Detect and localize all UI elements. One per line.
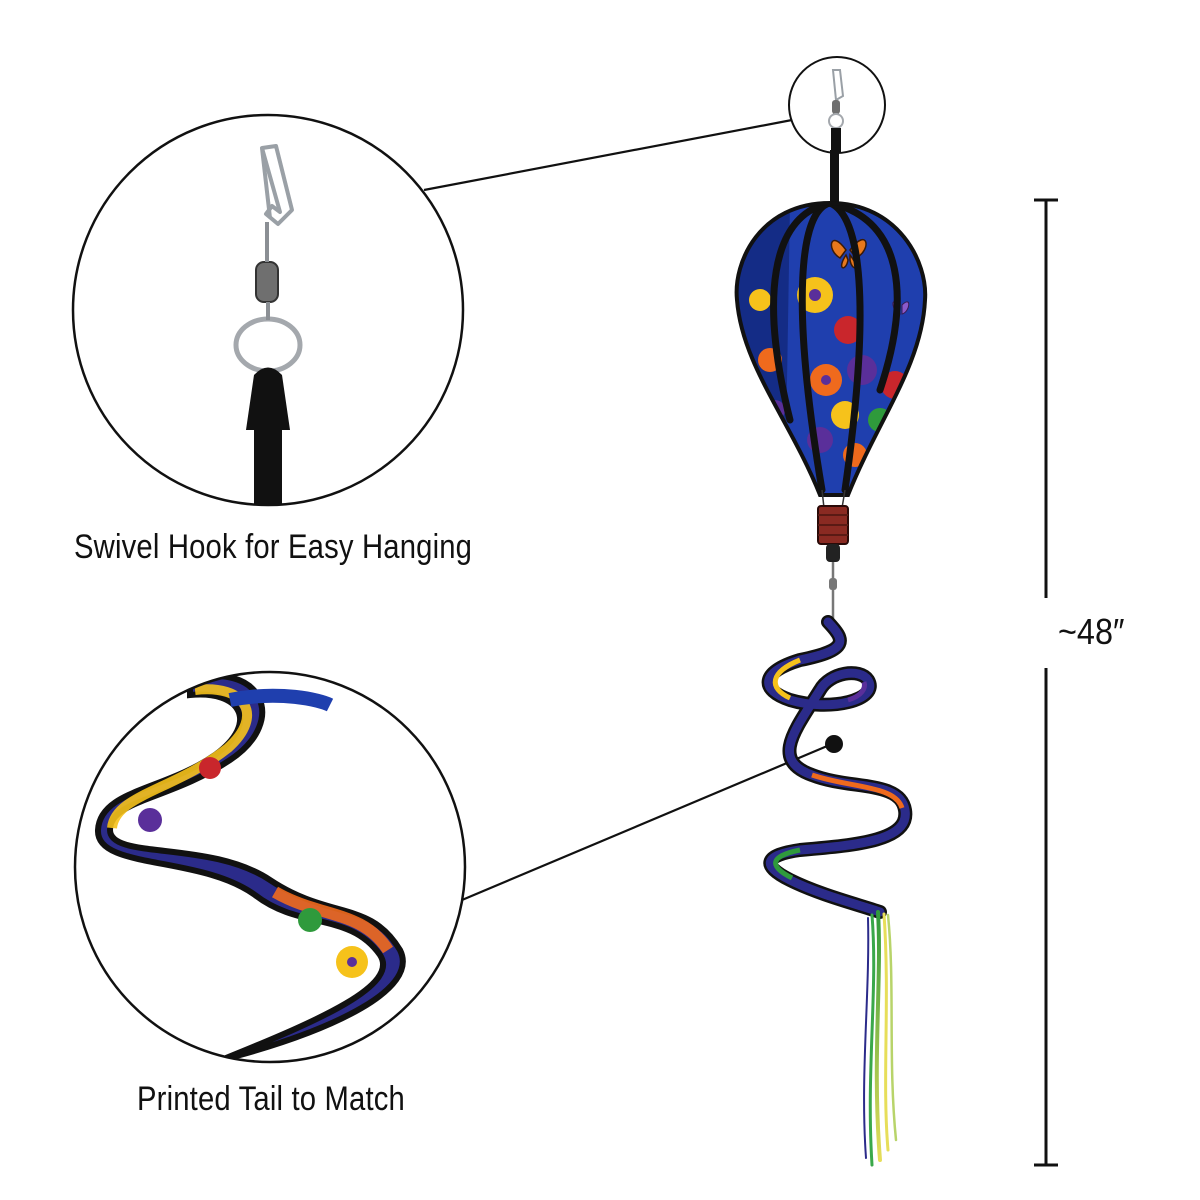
spiral-tail	[761, 615, 913, 919]
hook-caption: Swivel Hook for Easy Hanging	[74, 528, 473, 566]
tail-callout-dot	[825, 735, 843, 753]
hanger-rod	[830, 150, 839, 208]
hook-leader-line	[423, 118, 793, 192]
height-dimension-label: ~48″	[1058, 611, 1125, 652]
hook-callout-circle	[73, 115, 463, 505]
tail-ribbons	[863, 910, 898, 1167]
tail-callout-circle	[75, 672, 465, 1062]
hanger-pole	[254, 430, 282, 505]
swivel-hook-icon	[260, 144, 294, 226]
tail-caption: Printed Tail to Match	[137, 1080, 405, 1118]
hanger-cap	[246, 367, 290, 430]
tail-leader-line	[461, 742, 833, 902]
hook-detail-circle	[789, 57, 885, 153]
swivel-barrel	[255, 261, 279, 303]
height-dimension-bar	[1034, 198, 1058, 1167]
balloon-spinner	[734, 200, 928, 562]
